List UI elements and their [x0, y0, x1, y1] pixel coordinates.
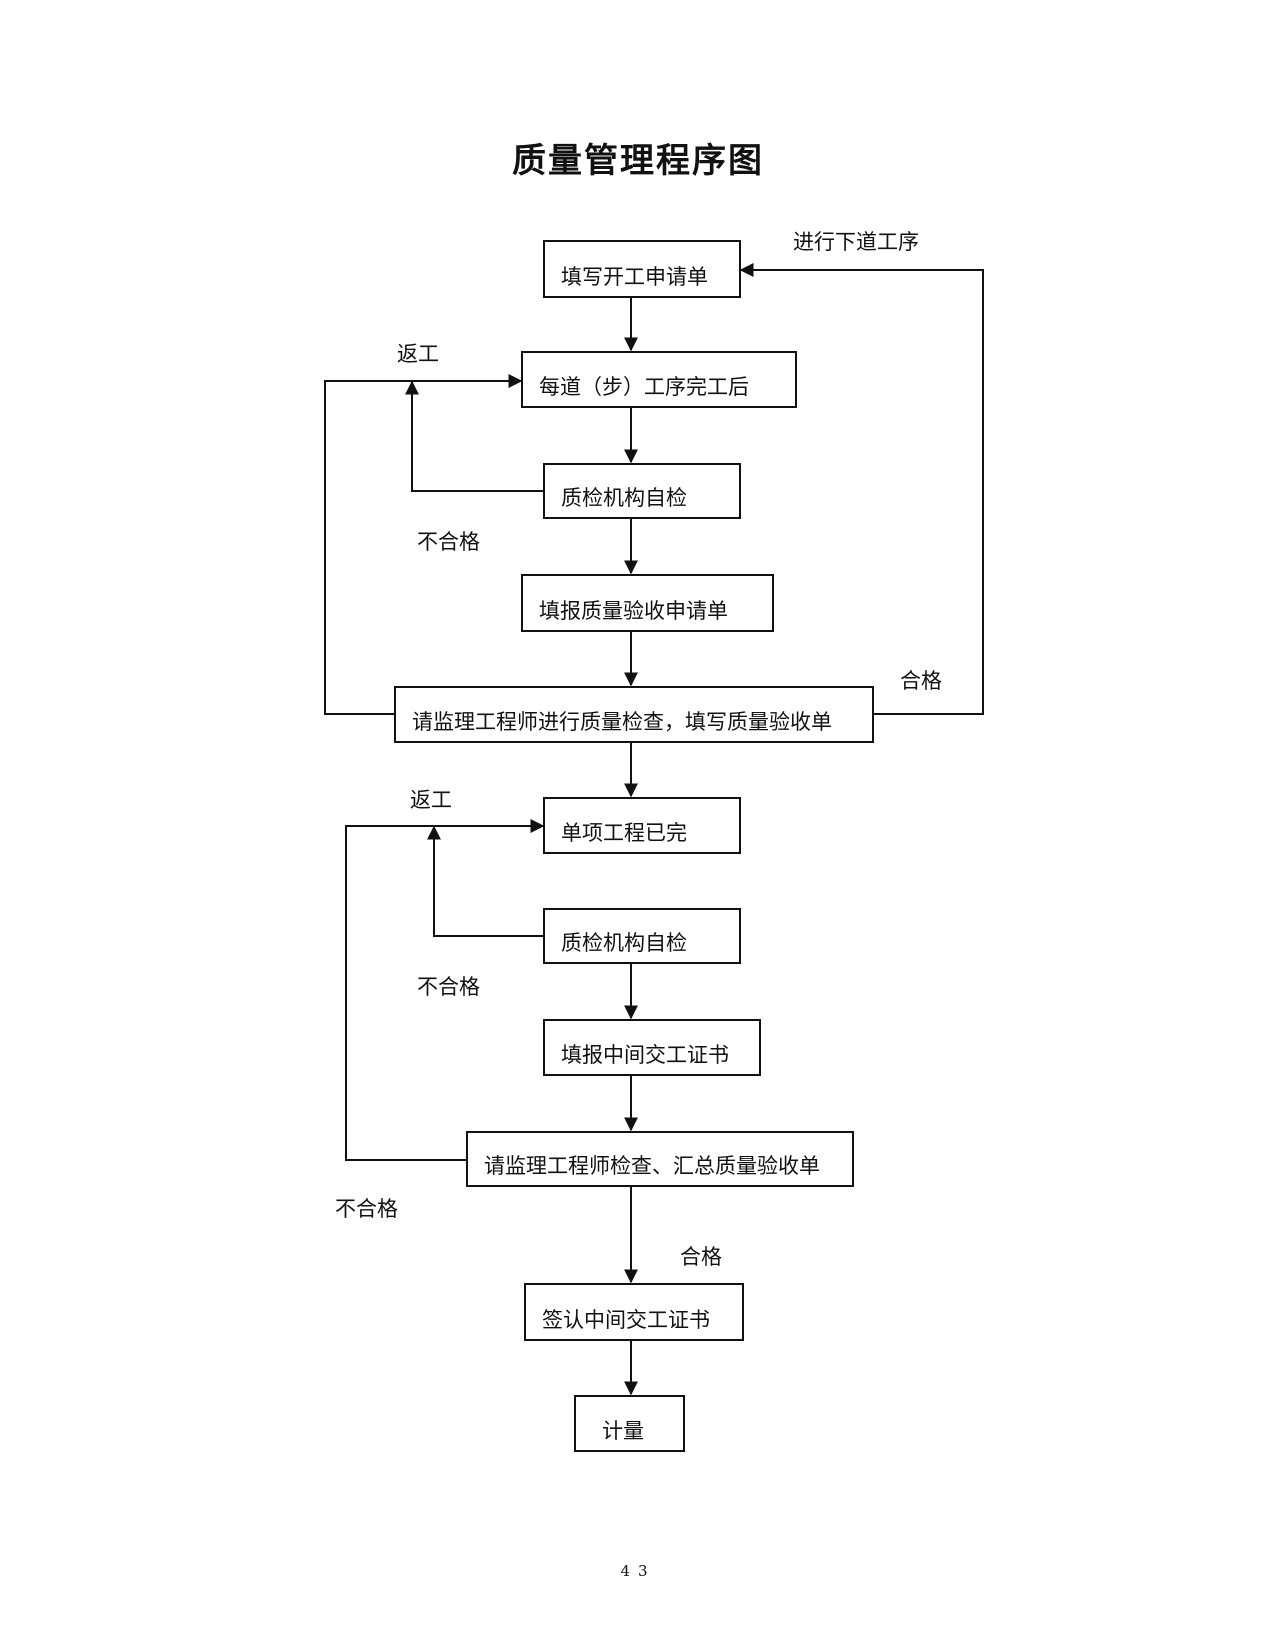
label-next-process: 进行下道工序: [793, 230, 919, 254]
arrow-rework-outer-1: [324, 374, 523, 715]
label-fail-1: 不合格: [417, 530, 480, 554]
box-each-process-completed: 每道（步）工序完工后: [521, 351, 797, 408]
box-sign-interim-certificate: 签认中间交工证书: [524, 1283, 744, 1341]
box-supervisor-inspection: 请监理工程师进行质量检查，填写质量验收单: [394, 686, 874, 743]
box-supervisor-summary: 请监理工程师检查、汇总质量验收单: [466, 1131, 854, 1187]
arrow-pass-next-process: [739, 263, 984, 715]
label-fail-2: 不合格: [417, 975, 480, 999]
box-fill-start-application: 填写开工申请单: [543, 240, 741, 298]
label-pass-2: 合格: [680, 1245, 722, 1269]
arrow-rework-inner-2: [427, 825, 543, 937]
arrow-rework-inner-1: [405, 380, 543, 492]
label-rework-1: 返工: [397, 342, 439, 366]
box-fill-interim-certificate: 填报中间交工证书: [543, 1019, 761, 1076]
label-fail-3: 不合格: [335, 1197, 398, 1221]
arrow-rework-outer-2: [345, 819, 545, 1161]
box-self-inspection-1: 质检机构自检: [543, 463, 741, 519]
box-fill-acceptance-application: 填报质量验收申请单: [521, 574, 774, 632]
diagram-title: 质量管理程序图: [512, 141, 764, 181]
box-self-inspection-2: 质检机构自检: [543, 908, 741, 964]
box-single-item-complete: 单项工程已完: [543, 797, 741, 854]
label-pass-1: 合格: [900, 669, 942, 693]
page-number: 43: [620, 1562, 656, 1580]
label-rework-2: 返工: [410, 788, 452, 812]
box-measurement: 计量: [574, 1395, 685, 1452]
